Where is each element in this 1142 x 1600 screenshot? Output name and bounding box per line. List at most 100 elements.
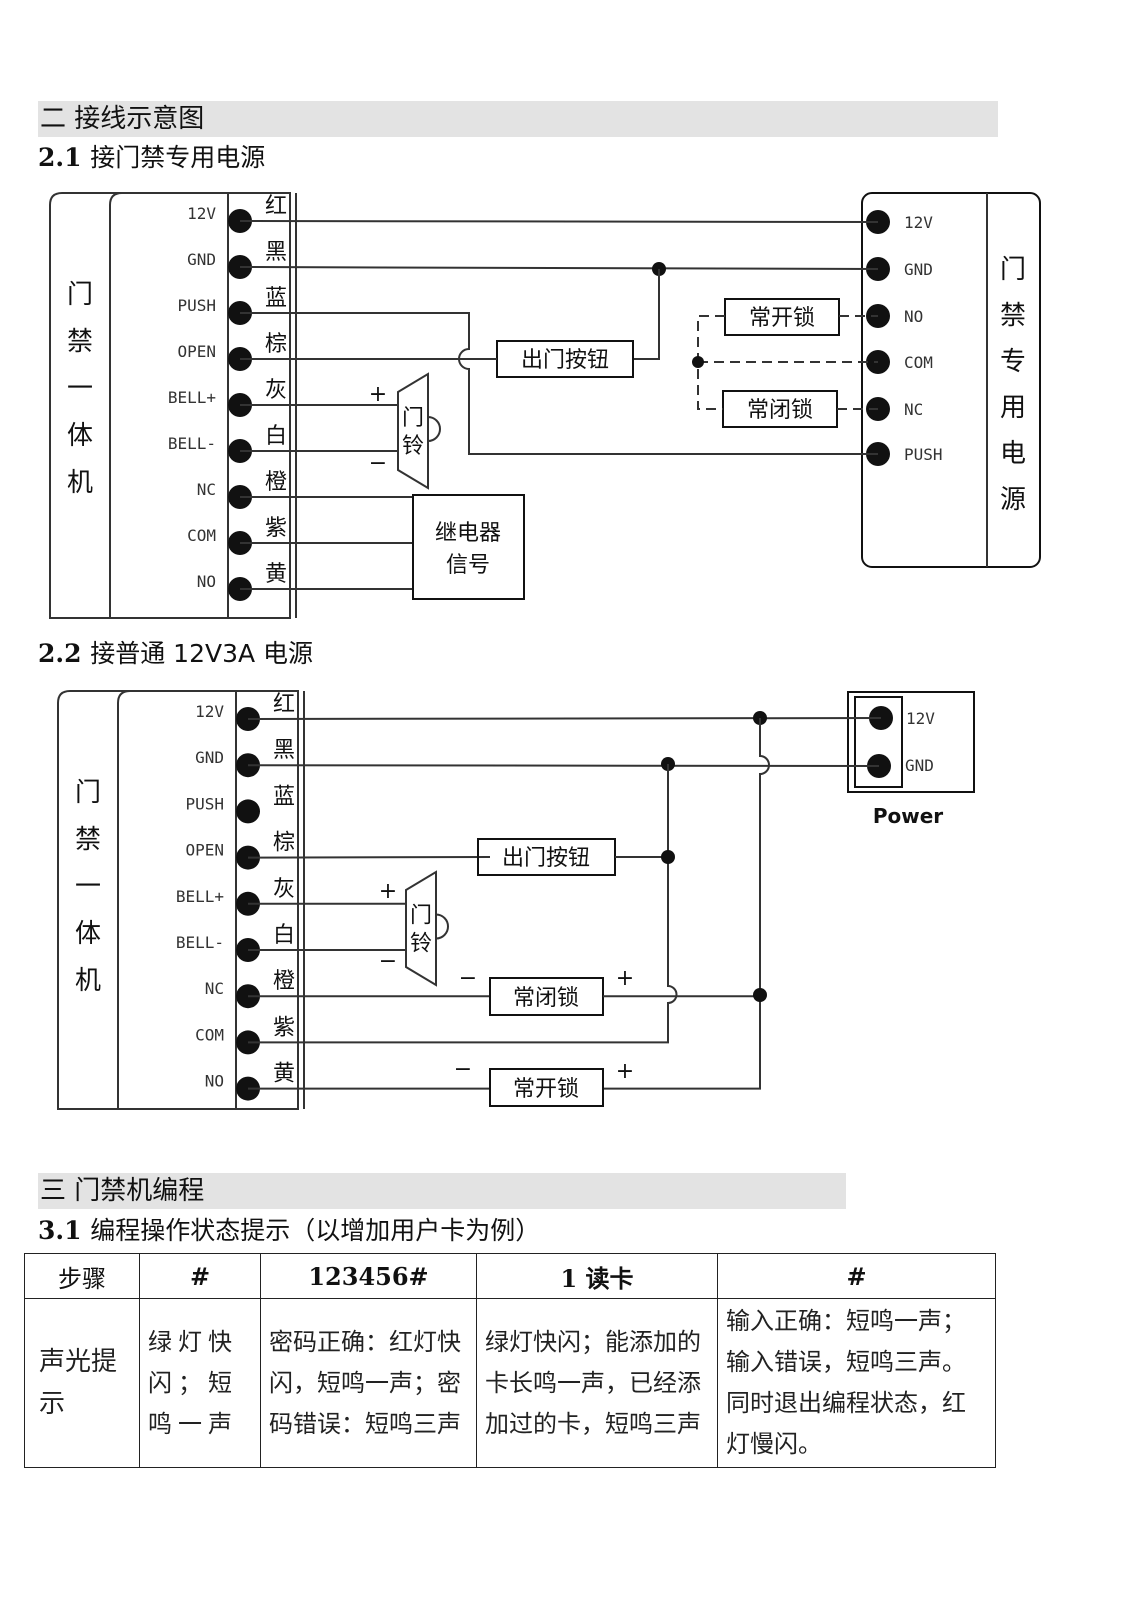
- table-cell: 绿灯快闪；短鸣一声: [139, 1298, 261, 1468]
- table-cell: 密码正确：红灯快闪，短鸣一声；密码错误：短鸣三声: [260, 1298, 477, 1468]
- pin-label-12v: 12V: [187, 204, 216, 223]
- pin-label-no: NO: [205, 1072, 224, 1091]
- psu-label-char: 源: [1000, 485, 1026, 515]
- wire-open: [247, 856, 491, 859]
- lock-nc-minus-sign: −: [459, 966, 477, 991]
- wire-color-label: 白: [265, 424, 287, 449]
- psu-pin-label-gnd: GND: [904, 260, 933, 279]
- controller-label-char: 机: [67, 468, 93, 498]
- power-pin-label-gnd: GND: [905, 756, 934, 775]
- relay-signal-box: [412, 494, 525, 600]
- pin-label-com: COM: [195, 1025, 224, 1044]
- lock-normally-open-label: 常开锁: [749, 306, 815, 331]
- wire-color-label: 灰: [265, 378, 287, 403]
- doorbell-label: 铃: [402, 434, 424, 459]
- wire-12v: [239, 220, 879, 223]
- header-hash-confirm: #: [717, 1253, 996, 1299]
- pin-label-gnd: GND: [187, 250, 216, 269]
- controller-label-char: 禁: [75, 825, 101, 855]
- doorbell-label: 门: [402, 406, 424, 431]
- pin-label-com: COM: [187, 526, 216, 545]
- wire-color-label: 灰: [273, 877, 295, 902]
- header-read-card: 1 读卡: [476, 1253, 718, 1299]
- psu-pin-label-12v: 12V: [904, 213, 933, 232]
- pin-label-12v: 12V: [195, 702, 224, 721]
- table-cell: 绿灯快闪；能添加的卡长鸣一声，已经添加过的卡，短鸣三声: [476, 1298, 718, 1468]
- psu-pin-label-no: NO: [904, 307, 923, 326]
- table-row: 声光提示 绿灯快闪；短鸣一声 密码正确：红灯快闪，短鸣一声；密码错误：短鸣三声 …: [24, 1298, 996, 1468]
- controller-label-char: 一: [75, 872, 101, 902]
- psu-label-char: 用: [1000, 393, 1026, 423]
- wire-push: [240, 312, 878, 455]
- controller-divider: [109, 192, 123, 618]
- subsection-title-3-1: 3.1 编程操作状态提示（以增加用户卡为例）: [38, 1216, 541, 1245]
- psu-label-char: 电: [1000, 439, 1026, 469]
- controller-label-char: 门: [67, 280, 93, 310]
- subsection-title-2-2: 2.2 接普通 12V3A 电源: [38, 639, 314, 668]
- lock-normally-closed-label: 常闭锁: [513, 986, 579, 1011]
- wire-color-label: 橙: [273, 969, 295, 994]
- doorbell-body: [397, 372, 429, 490]
- row-label: 声光提示: [24, 1298, 140, 1468]
- lock-no-minus-sign: −: [454, 1057, 472, 1082]
- wire-gnd: [239, 266, 879, 270]
- table-cell: 输入正确：短鸣一声；输入错误，短鸣三声。同时退出编程状态，红灯慢闪。: [717, 1298, 996, 1468]
- exit-button-label: 出门按钮: [502, 846, 590, 871]
- lock-normally-open-label: 常开锁: [513, 1077, 579, 1102]
- wire-exit-button-gnd: [633, 269, 660, 360]
- section-heading-wiring: 二 接线示意图: [38, 101, 998, 137]
- lock-normally-open-box: [489, 1068, 604, 1107]
- pin-label-bellplus: BELL+: [168, 388, 216, 407]
- lock-no-plus-sign: +: [616, 1059, 634, 1084]
- pin-label-bellminus: BELL-: [176, 933, 224, 952]
- wire-12v-bus: [604, 718, 770, 1090]
- wire-color-label: 橙: [265, 470, 287, 495]
- pin-label-no: NO: [197, 572, 216, 591]
- controller-outline: [57, 690, 299, 1110]
- junction-lock-com: [692, 356, 704, 368]
- psu-pin-label-push: PUSH: [904, 445, 943, 464]
- wire-color-label: 紫: [273, 1015, 295, 1040]
- pin-label-gnd: GND: [195, 748, 224, 767]
- controller-label-char: 体: [67, 421, 93, 451]
- power-outline: [847, 691, 975, 793]
- bell-minus-sign: −: [379, 949, 397, 974]
- wire-color-label: 紫: [265, 516, 287, 541]
- wire-color-label: 黄: [265, 562, 287, 587]
- section-title: 三 门禁机编程: [40, 1176, 205, 1206]
- pin-label-open: OPEN: [185, 841, 224, 860]
- wire-color-label: 蓝: [273, 784, 295, 809]
- wire-12v: [247, 717, 882, 720]
- psu-label-char: 门: [1000, 255, 1026, 285]
- junction-exit-button: [661, 850, 675, 864]
- psu-outline: [861, 192, 1041, 568]
- relay-label: 信号: [446, 553, 490, 578]
- doorbell-label: 铃: [410, 932, 432, 957]
- power-label: Power: [873, 804, 943, 828]
- controller-label-char: 门: [75, 778, 101, 808]
- programming-status-table: 步骤 # 123456# 1 读卡 # 声光提示 绿灯快闪；短鸣一声 密码正确：…: [24, 1253, 996, 1468]
- header-step: 步骤: [24, 1253, 140, 1299]
- power-terminal-block: [854, 696, 903, 788]
- wire-gnd: [247, 764, 880, 767]
- wire-color-label: 蓝: [265, 286, 287, 311]
- bell-plus-sign: +: [379, 879, 397, 904]
- wire-color-label: 白: [273, 923, 295, 948]
- exit-button-label: 出门按钮: [521, 348, 609, 373]
- wire-color-label: 棕: [273, 831, 295, 856]
- wire-color-label: 红: [273, 692, 295, 717]
- section-heading-programming: 三 门禁机编程: [38, 1173, 846, 1209]
- wire-color-label: 黑: [265, 240, 287, 265]
- bell-minus-sign: −: [369, 451, 387, 476]
- pin-label-push: PUSH: [177, 296, 216, 315]
- controller-outline: [49, 192, 291, 619]
- section-title: 二 接线示意图: [40, 104, 205, 134]
- psu-label-char: 专: [1000, 347, 1026, 377]
- doorbell-label: 门: [410, 904, 432, 929]
- controller-label-char: 机: [75, 966, 101, 996]
- relay-label: 继电器: [435, 521, 501, 546]
- pin-label-bellminus: BELL-: [168, 434, 216, 453]
- wire-color-label: 棕: [265, 332, 287, 357]
